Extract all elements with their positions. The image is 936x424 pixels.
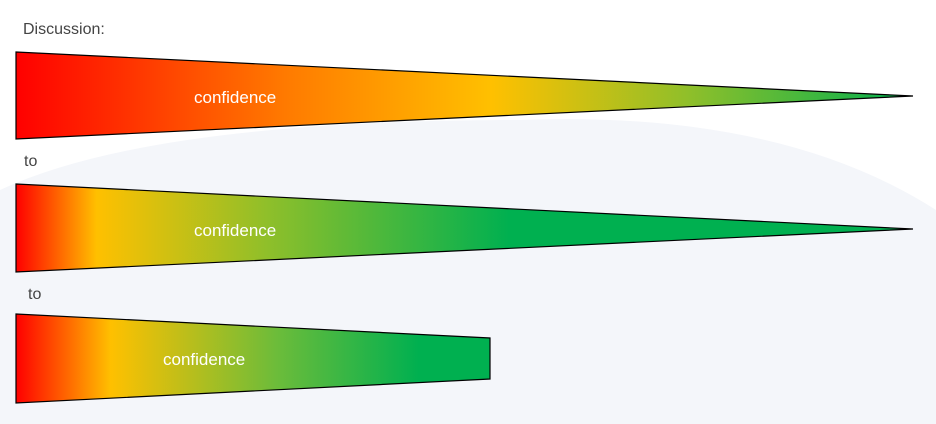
wedge-3-shape: [15, 313, 491, 404]
discussion-heading: Discussion:: [23, 21, 105, 38]
wedge-2: confidence: [15, 183, 914, 273]
wedge-1: confidence: [15, 51, 914, 140]
wedge-2-label: confidence: [194, 221, 276, 240]
connector-to-1: to: [24, 153, 38, 170]
wedge-3: confidence: [15, 313, 491, 404]
wedge-2-shape: [15, 183, 914, 273]
wedge-1-shape: [15, 51, 914, 140]
connector-to-2: to: [28, 286, 42, 303]
wedge-3-label: confidence: [163, 350, 245, 369]
wedge-1-label: confidence: [194, 88, 276, 107]
